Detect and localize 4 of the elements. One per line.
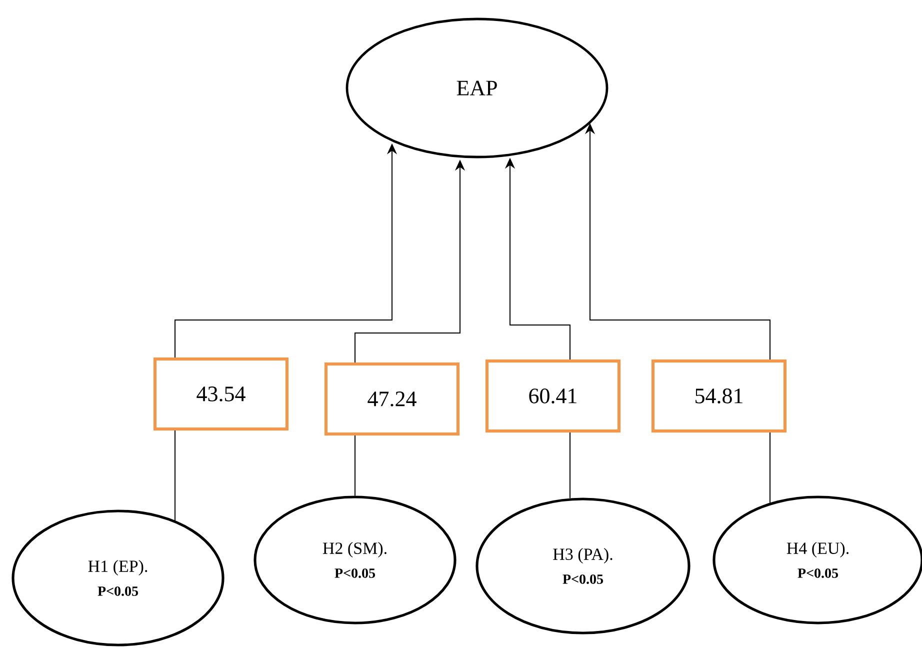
- value-box: 54.81: [652, 360, 786, 432]
- value-box: 47.24: [324, 362, 460, 436]
- value-box: 43.54: [154, 358, 288, 430]
- value-box: 60.41: [486, 360, 620, 432]
